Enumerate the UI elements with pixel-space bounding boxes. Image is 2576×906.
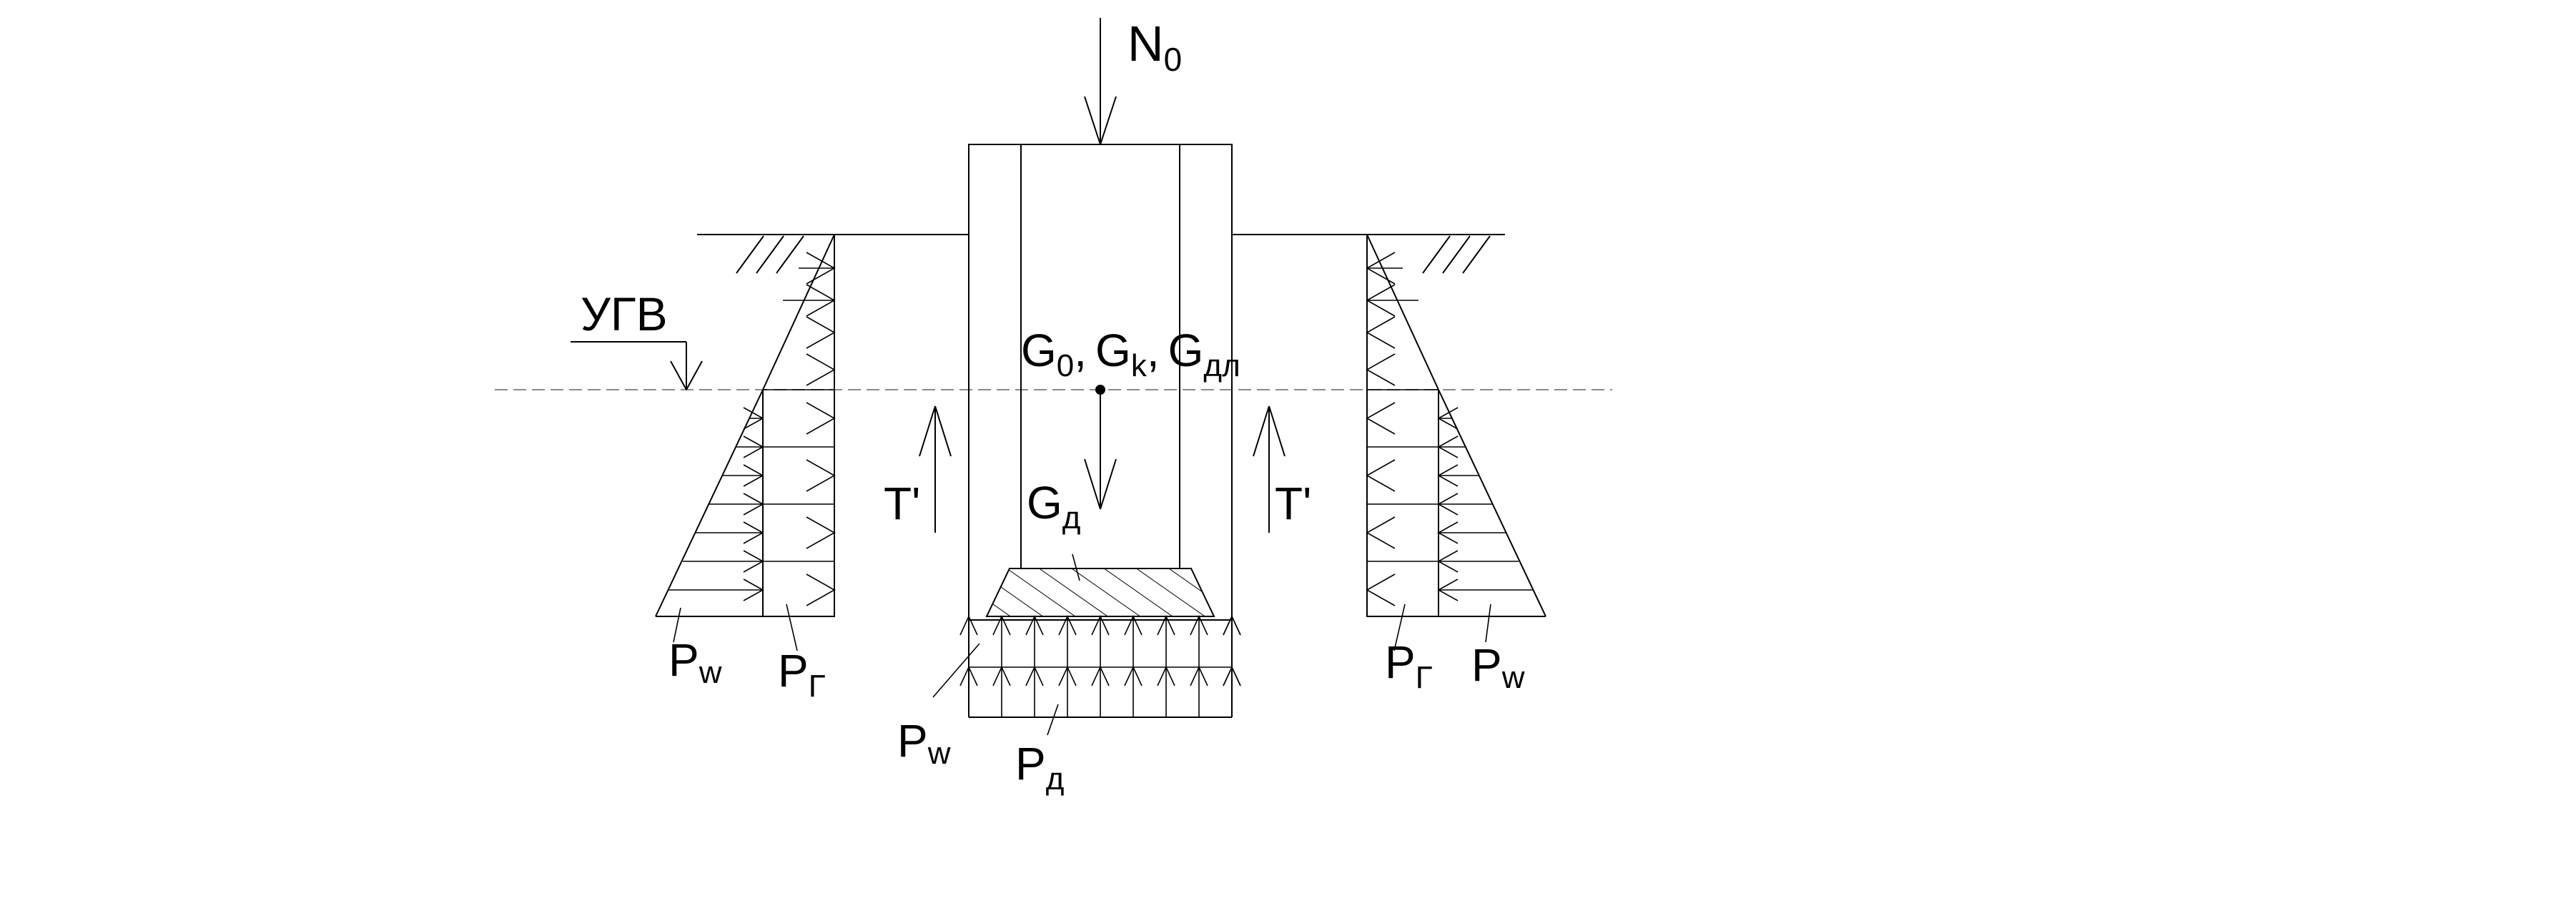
pw-diagram-right — [1437, 389, 1546, 617]
pressure-arrow-head — [1091, 615, 1110, 636]
pressure-arrow-head — [1157, 666, 1175, 686]
pressure-arrow-head — [1058, 666, 1077, 686]
bottom-slab-hatched — [985, 568, 1215, 617]
pressure-arrow-head — [1190, 615, 1208, 636]
label-pw-right: Pw — [1471, 639, 1525, 695]
pressure-arrow-head — [959, 666, 978, 686]
pg-diagram-right — [1366, 234, 1439, 617]
pressure-arrow-head — [1157, 615, 1175, 636]
label-g-loads: G0,Gk,Gдл — [1021, 325, 1240, 383]
pressure-arrow-head — [1058, 615, 1077, 636]
pressure-arrow-head — [1025, 615, 1044, 636]
pressure-arrow-head — [992, 666, 1011, 686]
pg-diagram-left — [762, 234, 836, 617]
label-t-right: T' — [1275, 478, 1311, 529]
ugv-marker — [571, 341, 703, 390]
n0-load-arrow — [1084, 18, 1117, 145]
pressure-arrow-head — [1025, 666, 1044, 686]
label-ugv: УГВ — [581, 287, 668, 340]
ground-hatch-right — [1422, 235, 1491, 274]
pressure-arrow-head — [992, 615, 1011, 636]
bottom-pressure-diagram — [959, 615, 1241, 718]
pressure-arrow-head — [1190, 666, 1208, 686]
label-gd: Gд — [1027, 477, 1080, 536]
pressure-arrow-head — [1223, 615, 1241, 636]
foundation-outer-walls — [968, 144, 1233, 621]
gd-weight-arrow — [1084, 390, 1117, 510]
pressure-arrow-head — [1223, 666, 1241, 686]
t-friction-arrow-left — [919, 405, 952, 533]
label-pg-left: PГ — [778, 645, 826, 704]
pressure-arrow-head — [1091, 666, 1110, 686]
label-pd-bottom: Pд — [1015, 738, 1064, 797]
foundation-body — [968, 144, 1233, 621]
pressure-arrow-head — [1124, 615, 1143, 636]
pw-diagram-left — [655, 389, 764, 617]
pressure-arrow-head — [959, 615, 978, 636]
label-n0: N0 — [1127, 16, 1182, 78]
pressure-arrow-head — [1124, 666, 1143, 686]
label-pw-left: Pw — [668, 634, 722, 690]
label-t-left: T' — [884, 478, 920, 529]
ground-hatch-left — [736, 235, 804, 274]
label-pw-bottom: Pw — [897, 715, 951, 771]
leader-lines — [673, 553, 1491, 736]
t-friction-arrow-right — [1253, 405, 1285, 533]
label-pg-right: PГ — [1385, 636, 1433, 695]
